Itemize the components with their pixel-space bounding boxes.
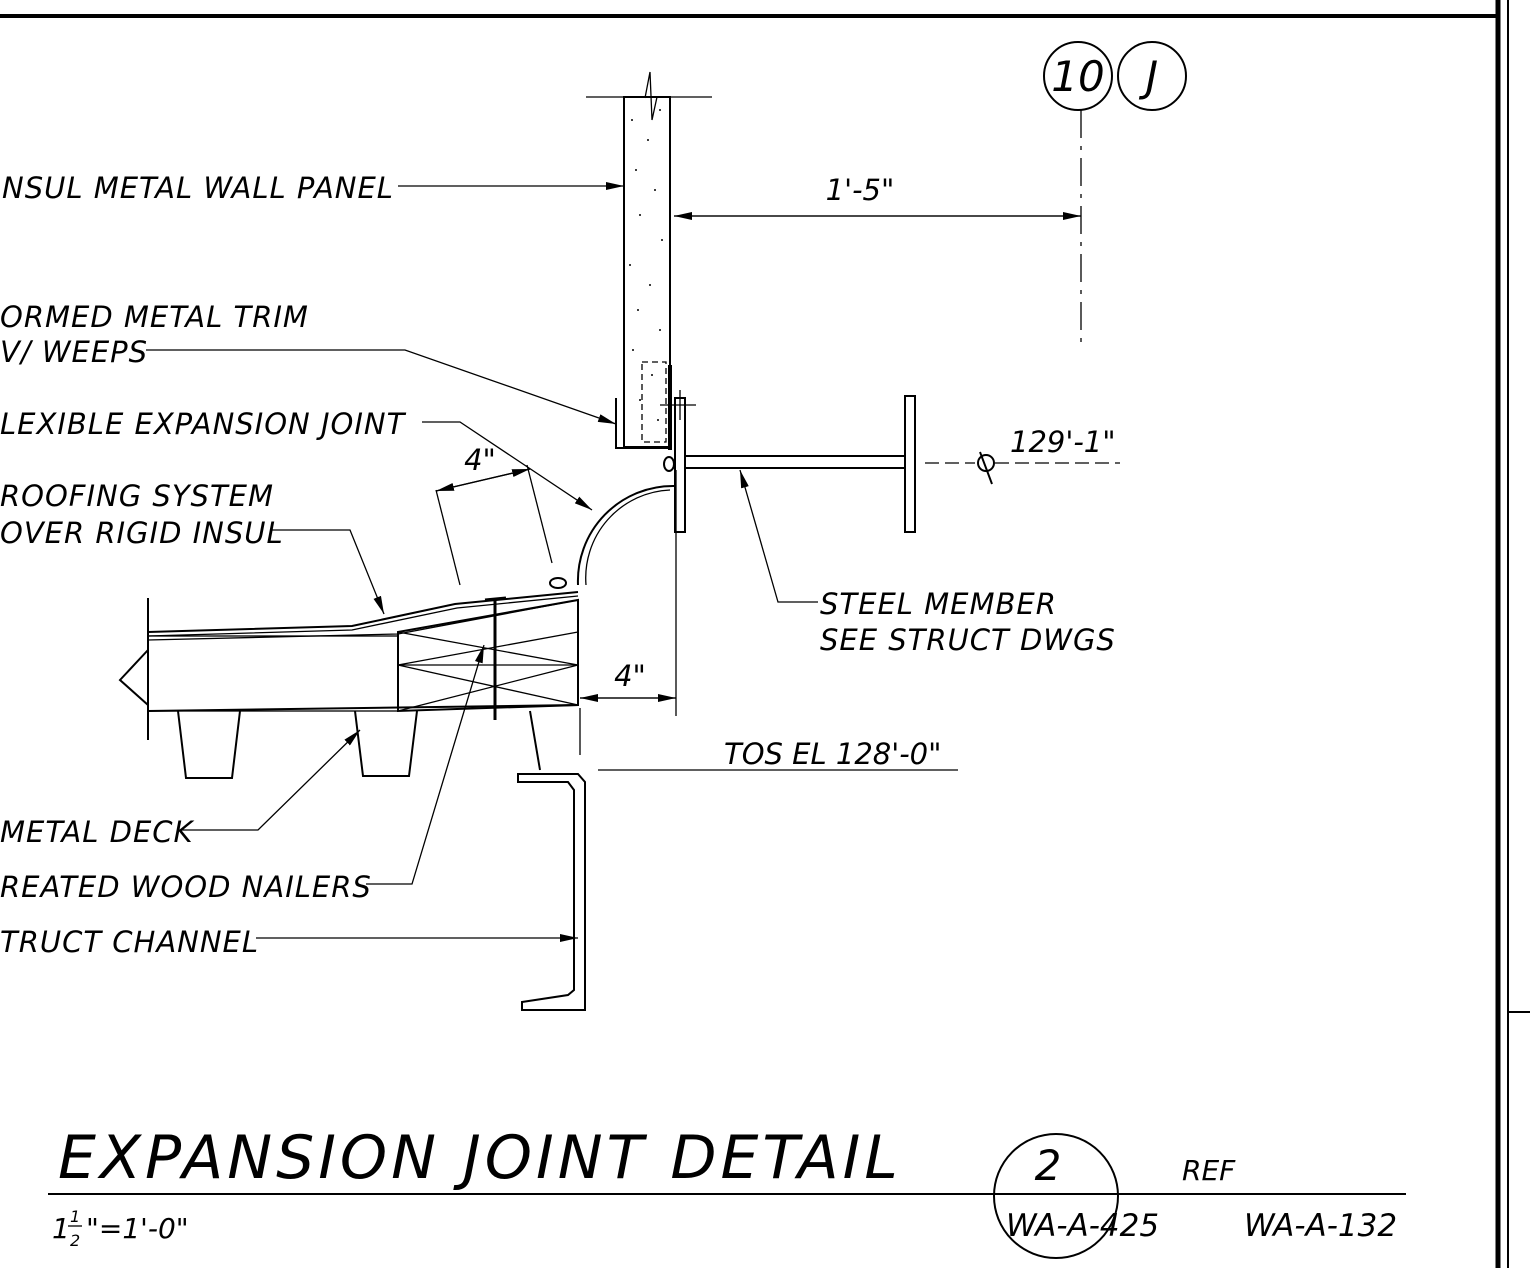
tos-elevation-label: TOS EL 128'-0" bbox=[724, 737, 941, 771]
centerline-elevation: 129'-1" bbox=[1010, 425, 1116, 459]
grid-bubble-J bbox=[1117, 41, 1187, 111]
grid-bubble-10 bbox=[1043, 41, 1113, 111]
expansion-joint-arc bbox=[576, 484, 675, 586]
steel-member bbox=[663, 395, 1120, 533]
tos-elevation: TOS EL 128'-0" bbox=[598, 737, 958, 771]
label-roofing-2: OVER RIGID INSUL bbox=[0, 516, 284, 550]
label-wall-panel: NSUL METAL WALL PANEL bbox=[2, 171, 394, 205]
scale-num: 1 bbox=[70, 1207, 80, 1226]
callouts: NSUL METAL WALL PANEL ORMED METAL TRIM V… bbox=[0, 171, 1116, 959]
label-trim-1: ORMED METAL TRIM bbox=[0, 300, 309, 334]
sheet-ref-1: WA-A-425 bbox=[1006, 1208, 1159, 1244]
scale-rest: "=1'-0" bbox=[86, 1212, 189, 1245]
dim-slope-width-label: 4" bbox=[464, 443, 496, 477]
wall-panel bbox=[586, 71, 712, 450]
dim-wall-to-grid-label: 1'-5" bbox=[826, 173, 895, 207]
grid-bubble-10-label: 10 bbox=[1051, 52, 1104, 101]
roof-assembly bbox=[118, 577, 586, 1011]
label-struct-channel: TRUCT CHANNEL bbox=[0, 925, 259, 959]
detail-title: EXPANSION JOINT DETAIL bbox=[58, 1123, 902, 1193]
label-metal-deck: METAL DECK bbox=[0, 815, 195, 849]
detail-bubble bbox=[993, 1133, 1119, 1259]
grid-bubbles: 10 J bbox=[1043, 41, 1187, 345]
dim-slope-width: 4" bbox=[435, 443, 553, 586]
label-roofing-1: ROOFING SYSTEM bbox=[0, 479, 274, 513]
dim-wall-to-grid: 1'-5" bbox=[674, 173, 1081, 220]
detail-number: 2 bbox=[1035, 1141, 1062, 1190]
label-steel-1: STEEL MEMBER bbox=[820, 587, 1057, 621]
title-block: EXPANSION JOINT DETAIL 1 1 2 "=1'-0" 2 R… bbox=[48, 1123, 1406, 1259]
sheet-ref-2: WA-A-132 bbox=[1244, 1208, 1397, 1244]
scale-den: 2 bbox=[70, 1231, 80, 1250]
label-steel-2: SEE STRUCT DWGS bbox=[820, 623, 1116, 657]
centerline-symbol bbox=[977, 454, 995, 472]
scale-whole: 1 bbox=[52, 1212, 70, 1245]
label-wood-nailers: REATED WOOD NAILERS bbox=[0, 870, 372, 904]
ref-label: REF bbox=[1182, 1154, 1236, 1187]
grid-bubble-J-label: J bbox=[1139, 52, 1158, 101]
label-trim-2: V/ WEEPS bbox=[0, 335, 148, 369]
dim-edge-offset-label: 4" bbox=[614, 659, 646, 693]
label-expansion-joint: LEXIBLE EXPANSION JOINT bbox=[0, 407, 407, 441]
dim-edge-offset: 4" bbox=[579, 470, 677, 755]
